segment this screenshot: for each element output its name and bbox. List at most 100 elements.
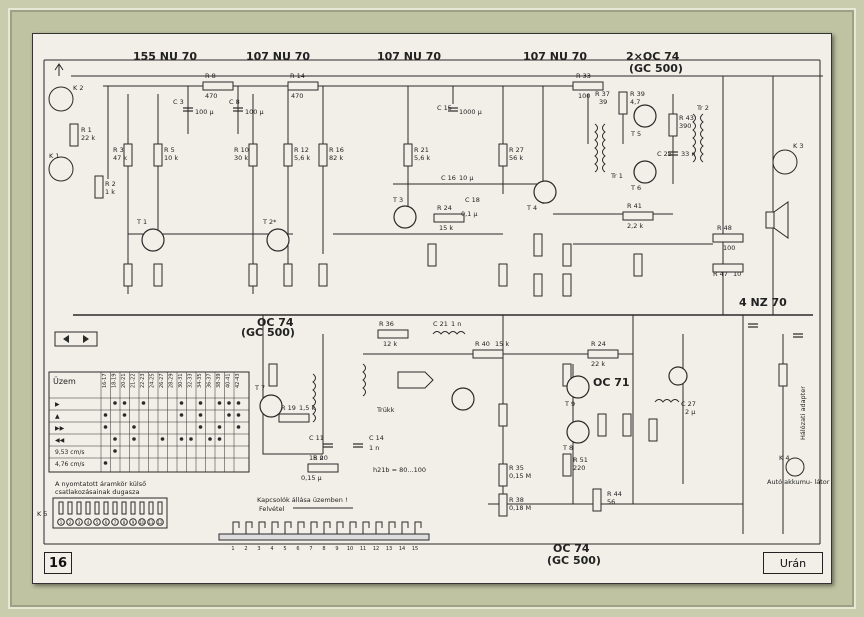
switch-contact xyxy=(271,521,279,534)
node-tr1: Tr 1 xyxy=(610,172,623,180)
mode-column-label: 22-23 xyxy=(140,373,146,388)
switch-number: 10 xyxy=(347,546,353,552)
mode-column-label: 16-17 xyxy=(102,373,108,388)
mode-table-rows: ▶▲▶▶◀◀9,53 cm/s4,76 cm/s xyxy=(49,397,249,468)
label-r8: R 8 xyxy=(205,72,216,80)
mode-dot xyxy=(179,401,184,405)
value-r37: 39 xyxy=(599,98,607,106)
value-r16: 82 k xyxy=(329,154,343,162)
value-r14: 470 xyxy=(291,92,303,100)
title-nz: 4 NZ 70 xyxy=(739,296,787,309)
value-r47: 10 xyxy=(733,270,741,278)
connector-pin xyxy=(103,501,109,515)
connector-pin-number-circle xyxy=(57,518,65,526)
switch-number: 2 xyxy=(244,546,247,552)
node-labels: T 1 T 2* T 3 T 4 T 5 T 6 T 7 T 8 T 9 Tr … xyxy=(49,84,831,486)
label-r12: R 12 xyxy=(294,146,309,154)
switch-bar xyxy=(218,533,430,541)
switch-note-line1: Kapcsolók állása üzemben ! xyxy=(257,496,348,504)
value-r48: 100 xyxy=(723,244,735,252)
value-r36: 12 k xyxy=(383,340,397,348)
connector-pin-number-circle xyxy=(138,518,146,526)
resistor-r14 xyxy=(287,81,319,91)
mode-dot xyxy=(236,413,241,417)
mode-column-label: 20-21 xyxy=(121,373,127,388)
node-t4: T 4 xyxy=(526,204,537,212)
connector-pin xyxy=(121,501,127,515)
label-c16: C 16 xyxy=(441,174,456,182)
tube-type-labels: 155 NU 70 107 NU 70 107 NU 70 107 NU 70 … xyxy=(133,50,787,567)
switch-contact xyxy=(258,521,266,534)
value-c15: 1000 µ xyxy=(459,108,482,116)
connector-pin xyxy=(67,501,73,515)
resistor-r31 xyxy=(562,243,572,267)
resistor-r24 xyxy=(433,213,465,223)
mode-column-label: 28-29 xyxy=(169,373,175,388)
mode-column-label: 24-25 xyxy=(150,373,156,388)
mode-dot xyxy=(103,461,108,465)
switch-contact xyxy=(336,521,344,534)
title-t2: 107 NU 70 xyxy=(246,50,310,63)
mode-dot xyxy=(179,437,184,441)
jack-k1-icon xyxy=(48,156,74,182)
connector-pin xyxy=(130,501,136,515)
value-r21: 5,6 k xyxy=(414,154,430,162)
connector-pin xyxy=(94,501,100,515)
title-bottom-line2: (GC 500) xyxy=(547,554,601,567)
jack-k4-icon xyxy=(785,457,805,477)
node-adapter: Hálózati adapter xyxy=(799,386,807,440)
value-c16: 10 µ xyxy=(459,174,473,182)
mode-column-label: 30-31 xyxy=(178,373,184,388)
transistor-t7 xyxy=(259,394,283,418)
transistor-t2 xyxy=(266,228,290,252)
label-c27: C 27 xyxy=(681,400,696,408)
switch-contact xyxy=(284,521,292,534)
transistor-t3 xyxy=(393,205,417,229)
transformer-tr1-secondary xyxy=(602,123,606,173)
label-r19: R 19 xyxy=(281,404,296,412)
transformer-group xyxy=(312,113,704,423)
label-r35: R 35 xyxy=(509,464,524,472)
jack-k3-icon xyxy=(772,149,798,175)
title-mid-line1: OC 74 xyxy=(257,316,294,329)
connector-pin-number-circle xyxy=(129,518,137,526)
label-r40: R 40 xyxy=(475,340,490,348)
page-number-box: 16 xyxy=(44,552,72,574)
connector-pin-number: 3 xyxy=(78,520,81,525)
value-c21: 1 n xyxy=(451,320,461,328)
label-r48: R 48 xyxy=(717,224,732,232)
connector-pin xyxy=(76,501,82,515)
coil-l2 xyxy=(362,363,366,397)
title-t4: 107 NU 70 xyxy=(523,50,587,63)
resistor-r30 xyxy=(533,273,543,297)
coil-l4 xyxy=(654,399,680,403)
title-t3: 107 NU 70 xyxy=(377,50,441,63)
mode-column-label: 42-43 xyxy=(235,373,241,388)
label-r3: R 3 xyxy=(113,146,124,154)
switch-contact xyxy=(362,521,370,534)
resistor-r41 xyxy=(622,211,654,221)
resistor-r12 xyxy=(283,143,293,167)
mode-dot xyxy=(198,401,203,405)
mode-column-label: 26-27 xyxy=(159,373,165,388)
resistor-r20 xyxy=(307,463,339,473)
node-t6: T 6 xyxy=(630,184,641,192)
label-r10: R 10 xyxy=(234,146,249,154)
capacitor-group xyxy=(183,107,803,448)
value-r33: 100 xyxy=(578,92,590,100)
title-t5-line1: 2×OC 74 xyxy=(626,50,680,63)
switch-note-line2: Felvétel xyxy=(259,505,285,513)
switch-number: 3 xyxy=(257,546,260,552)
mode-dot xyxy=(227,401,231,405)
label-c3: C 3 xyxy=(173,98,184,106)
resistor-r21 xyxy=(403,143,413,167)
resistor-group xyxy=(69,81,788,517)
resistor-r35 xyxy=(498,463,508,487)
switch-contact xyxy=(323,521,331,534)
title-t5-line2: (GC 500) xyxy=(629,62,683,75)
motor-symbol xyxy=(668,366,688,386)
connector-pin-number: 11 xyxy=(148,520,154,525)
resistor-r48 xyxy=(712,233,744,243)
value-r10: 30 k xyxy=(234,154,248,162)
switch-contact xyxy=(245,521,253,534)
